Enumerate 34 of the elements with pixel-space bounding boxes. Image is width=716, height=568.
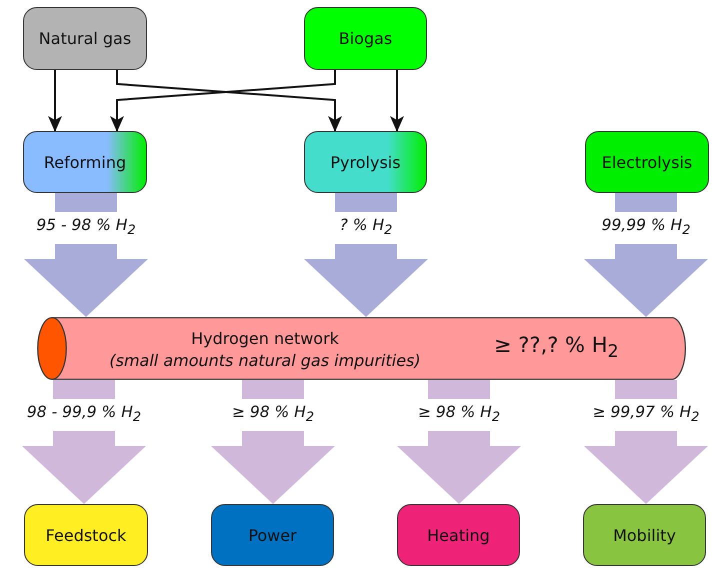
block-arrow (24, 193, 148, 317)
pipeline-cylinder (37, 317, 688, 380)
node-label: Mobility (613, 526, 676, 544)
block-arrow (304, 193, 428, 317)
node-label: Natural gas (38, 29, 132, 48)
block-arrow (22, 380, 146, 504)
edge-label: 95 - 98 % H$_{2}$ (34, 212, 138, 244)
block-arrow (584, 380, 708, 504)
process-box (23, 7, 147, 70)
node-label: Pyrolysis (330, 152, 401, 172)
process-box (397, 504, 520, 566)
process-box (304, 131, 427, 193)
process-box (583, 504, 706, 566)
arrow (390, 70, 404, 132)
edge-label: 98 - 99,9 % H$_{2}$ (24, 399, 144, 432)
node-label: Reforming (44, 152, 126, 172)
purity-value: ≥ ??,? % H$_{2}$ (494, 333, 619, 362)
node-label: Feedstock (46, 526, 126, 544)
node-label: Power (248, 526, 297, 544)
node-note: (small amounts natural gas impurities) (109, 351, 421, 370)
block-arrow (584, 193, 708, 317)
process-box (24, 504, 148, 566)
node-label: Biogas (338, 29, 392, 48)
node-label: Electrolysis (602, 152, 692, 172)
node-title: Hydrogen network (191, 329, 339, 348)
process-box (23, 131, 147, 193)
process-box (211, 504, 334, 566)
process-box (304, 7, 427, 70)
block-arrow (211, 380, 335, 504)
block-arrow (397, 380, 521, 504)
process-box (585, 131, 709, 193)
edge-label: 99,99 % H$_{2}$ (600, 212, 692, 244)
arrow (48, 70, 62, 132)
node-label: Heating (427, 526, 490, 544)
